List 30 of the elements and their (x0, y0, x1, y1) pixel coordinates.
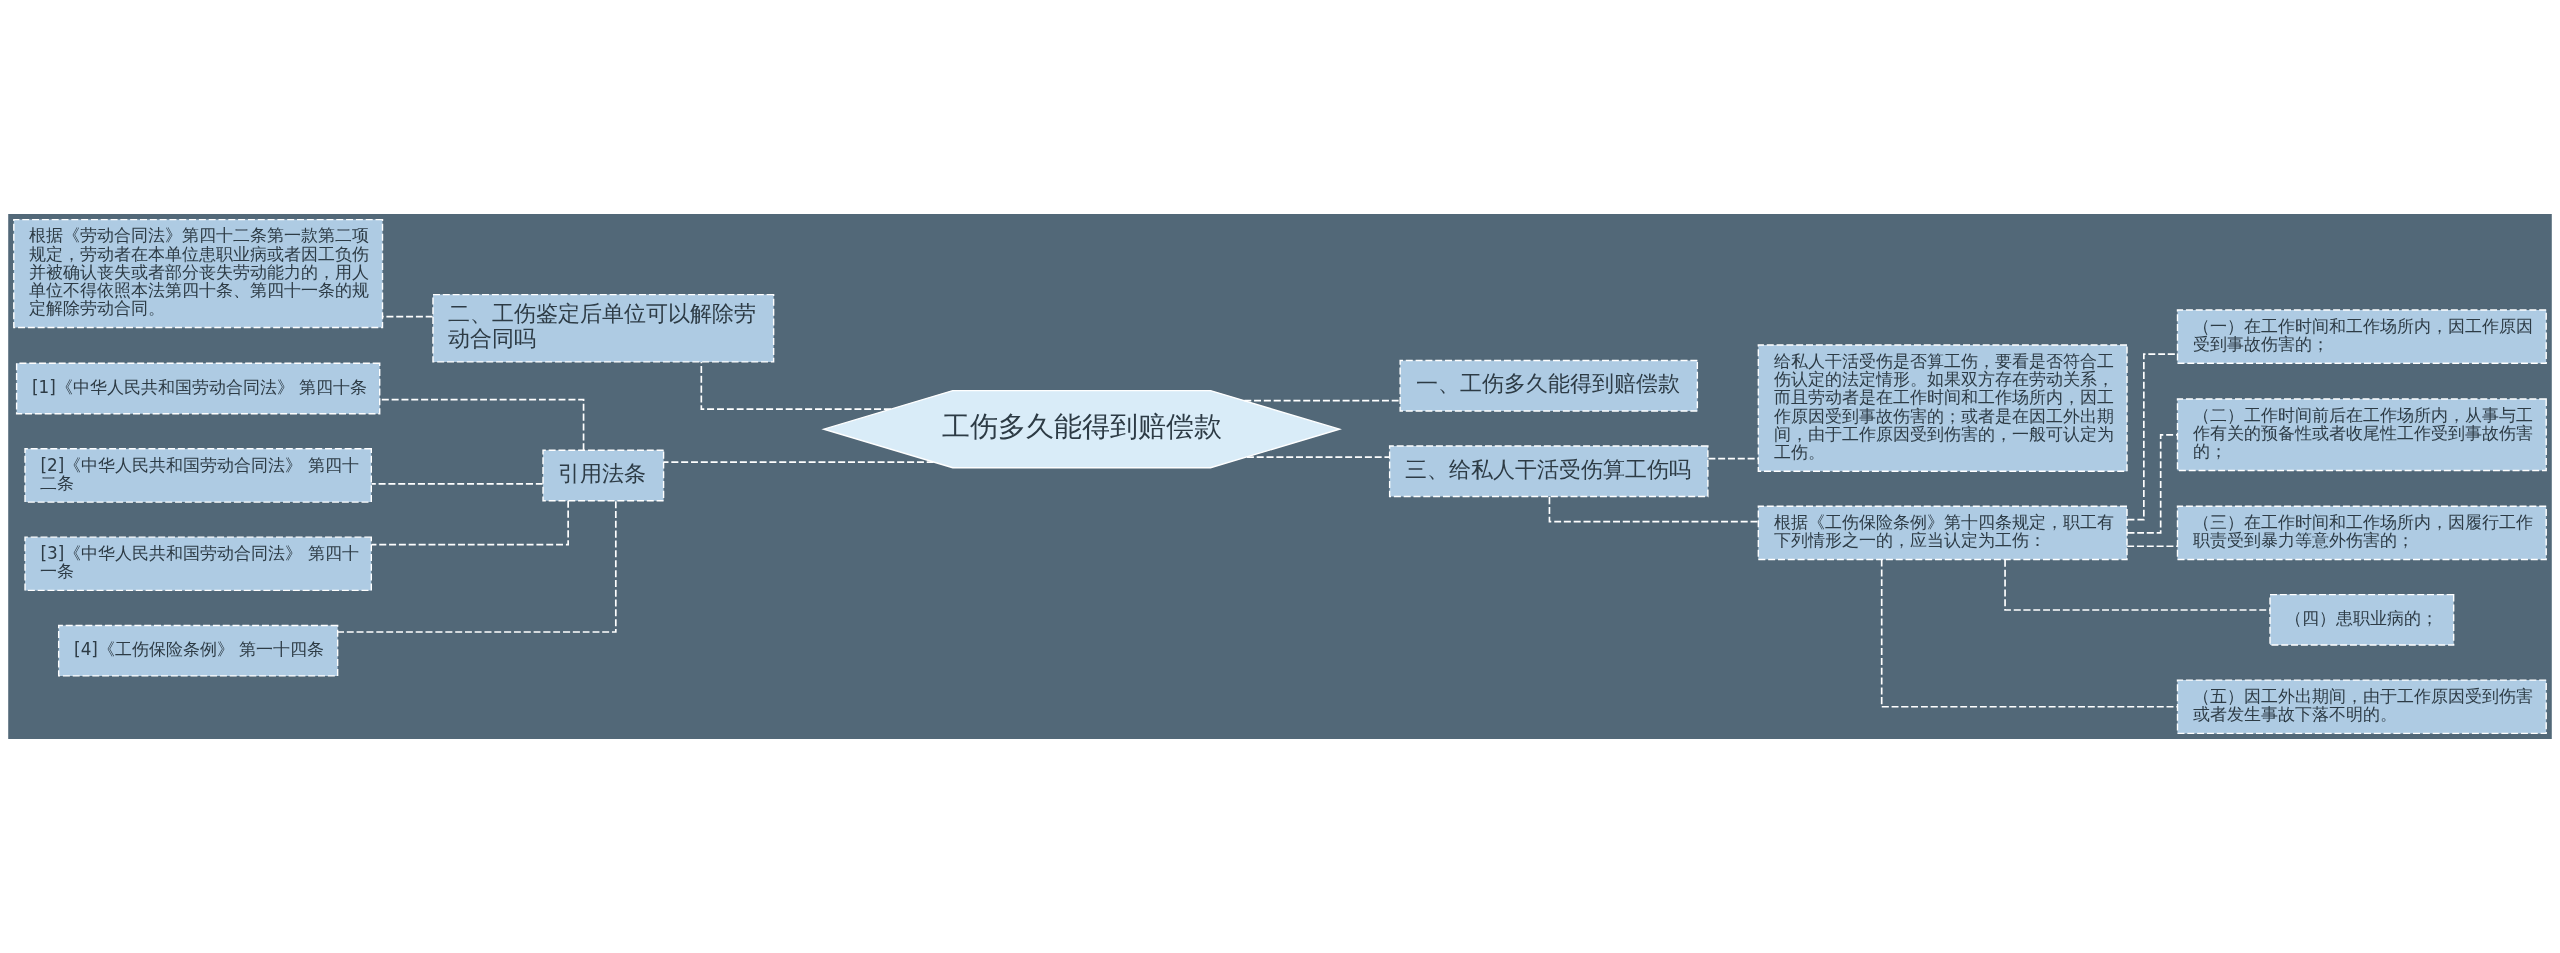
node-box: （二）工作时间前后在工作场所内，从事与工作有关的预备性或者收尾性工作受到事故伤害的； (2176, 398, 2547, 472)
node-box: （五）因工外出期间，由于工作原因受到伤害或者发生事故下落不明的。 (2176, 679, 2547, 735)
node-box: [3]《中华人民共和国劳动合同法》 第四十一条 (24, 536, 372, 592)
node-box: 一、工伤多久能得到赔偿款 (1399, 359, 1699, 412)
node-box: （三）在工作时间和工作场所内，因履行工作职责受到暴力等意外伤害的； (2176, 505, 2547, 561)
connector (1880, 558, 2178, 708)
connector (2126, 545, 2179, 548)
node-box: 引用法条 (542, 449, 665, 502)
connector (1243, 399, 1401, 402)
connector (663, 461, 935, 463)
node-box: 二、工伤鉴定后单位可以解除劳动合同吗 (432, 293, 775, 363)
node-box: 给私人干活受伤是否算工伤，要看是否符合工伤认定的法定情形。如果双方存在劳动关系，而且劳动者是在工作时间和工作场所内，因工作原因受到事故伤害的；或者是在因工外出期间，由于工作原因受到伤害的，一般可认定为工伤。 (1757, 344, 2128, 472)
connector (337, 500, 617, 633)
connector (1707, 457, 1760, 460)
connector (370, 483, 544, 485)
node-box: 根据《劳动合同法》第四十二条第一款第二项规定，劳动者在本单位患职业病或者因工负伤并被确认丧失或者部分丧失劳动能力的，用人单位不得依照本法第四十条、第四十一条的规定解除劳动合同。 (13, 218, 384, 329)
connector (379, 398, 585, 452)
connector (382, 315, 434, 318)
node-box: 根据《工伤保险条例》第十四条规定，职工有下列情形之一的，应当认定为工伤： (1757, 505, 2128, 561)
connector (2126, 433, 2178, 534)
connector (700, 361, 892, 410)
connector (2004, 559, 2271, 611)
node-box: [2]《中华人民共和国劳动合同法》 第四十二条 (24, 448, 372, 503)
node-box: [4]《工伤保险条例》 第一十四条 (58, 624, 339, 677)
connector (1246, 456, 1391, 458)
node-box: [1]《中华人民共和国劳动合同法》 第四十条 (15, 362, 381, 415)
node-box: （一）在工作时间和工作场所内，因工作原因受到事故伤害的； (2176, 309, 2547, 364)
connector (370, 499, 569, 546)
node-box: （四）患职业病的； (2269, 593, 2455, 646)
node-box: 三、给私人干活受伤算工伤吗 (1388, 445, 1709, 498)
